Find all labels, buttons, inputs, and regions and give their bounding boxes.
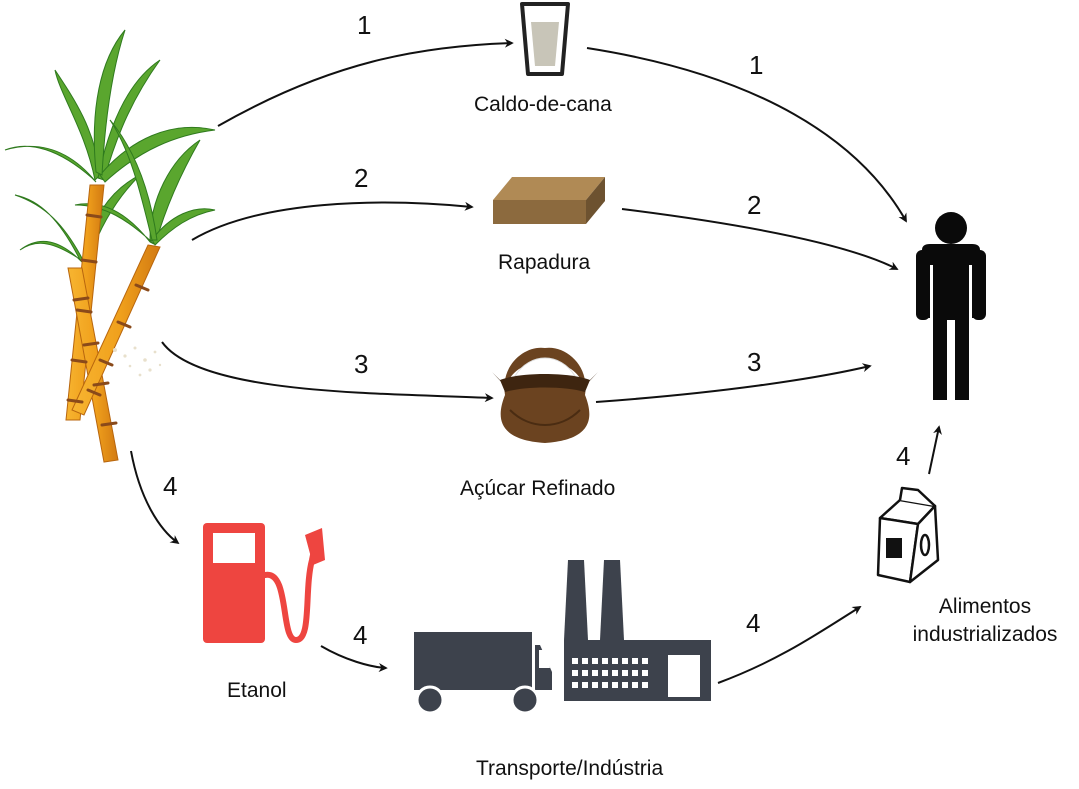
node-label-etanol: Etanol	[227, 679, 287, 702]
arrow-cane-to-etanol	[130, 450, 180, 545]
arrow-cane-to-acucar	[161, 341, 494, 403]
node-label-acucar: Açúcar Refinado	[460, 477, 616, 500]
glass-icon	[520, 2, 570, 76]
milk-carton-icon	[876, 486, 940, 584]
sugar-sack-icon	[492, 347, 598, 443]
truck-icon	[414, 632, 552, 715]
sugarcane-icon	[4, 29, 216, 463]
person-icon	[916, 212, 986, 400]
edge-label-caldo-to-person: 1	[749, 50, 764, 80]
factory-icon	[564, 560, 711, 701]
arrow-caldo-to-person	[586, 47, 907, 223]
edge-label-etanol-to-transporte: 4	[353, 620, 368, 650]
edge-label-acucar-to-person: 3	[747, 347, 762, 377]
arrow-transporte-to-alimentos	[717, 606, 862, 684]
rapadura-block-icon	[493, 177, 605, 224]
arrow-rapadura-to-person	[621, 208, 899, 270]
edge-label-cane-to-caldo: 1	[357, 10, 372, 40]
edge-label-rapadura-to-person: 2	[747, 190, 762, 220]
node-label-alimentos-line2: industrializados	[912, 623, 1058, 646]
arrow-cane-to-rapadura	[191, 201, 474, 241]
node-label-caldo: Caldo-de-cana	[474, 93, 612, 116]
arrow-etanol-to-transporte	[320, 645, 388, 673]
arrow-cane-to-caldo	[217, 38, 514, 127]
edge-label-alimentos-to-person: 4	[896, 441, 911, 471]
arrow-acucar-to-person	[595, 363, 872, 403]
node-label-alimentos: Alimentos industrializados	[905, 595, 1065, 647]
edge-label-cane-to-etanol: 4	[163, 471, 178, 501]
node-label-alimentos-line1: Alimentos	[938, 595, 1032, 618]
edge-label-cane-to-rapadura: 2	[354, 163, 369, 193]
node-label-transporte: Transporte/Indústria	[476, 757, 664, 780]
arrow-alimentos-to-person	[928, 425, 942, 475]
fuel-pump-icon	[203, 523, 325, 644]
edge-label-transporte-to-alimentos: 4	[746, 608, 761, 638]
node-label-rapadura: Rapadura	[498, 251, 591, 274]
edge-label-cane-to-acucar: 3	[354, 349, 369, 379]
